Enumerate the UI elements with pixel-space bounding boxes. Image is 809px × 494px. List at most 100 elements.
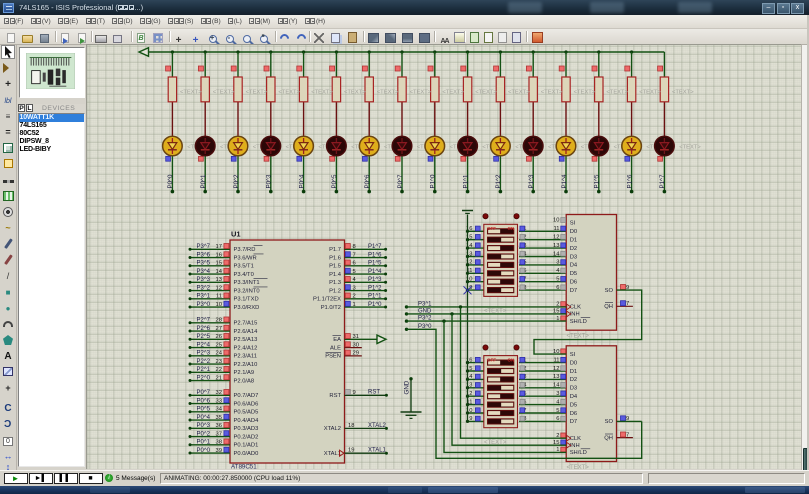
- svg-text:P0^4: P0^4: [298, 174, 305, 188]
- svg-text:P1^6: P1^6: [626, 174, 633, 188]
- svg-text:35: 35: [216, 415, 222, 421]
- svg-text:12: 12: [466, 260, 472, 266]
- svg-text:14: 14: [466, 243, 473, 249]
- svg-text:P0.2/AD2: P0.2/AD2: [234, 434, 259, 440]
- svg-text:P1.0/T2: P1.0/T2: [321, 305, 341, 311]
- svg-text:3: 3: [556, 260, 559, 266]
- svg-text:P2^2: P2^2: [197, 359, 211, 365]
- svg-text:D6: D6: [570, 411, 577, 417]
- svg-text:CLK: CLK: [570, 436, 581, 442]
- svg-text:P1^1: P1^1: [462, 174, 469, 188]
- svg-text:D7: D7: [570, 419, 577, 425]
- svg-text:4: 4: [556, 399, 560, 405]
- svg-text:13: 13: [466, 251, 472, 257]
- svg-text:P3.3/INT1: P3.3/INT1: [234, 280, 260, 286]
- svg-text:7: 7: [626, 432, 629, 438]
- svg-text:CLK: CLK: [570, 305, 581, 311]
- svg-text:P2^5: P2^5: [197, 334, 211, 340]
- svg-text:P3^0: P3^0: [197, 302, 211, 308]
- svg-text:P3.6/WR: P3.6/WR: [234, 255, 257, 261]
- svg-text:SO: SO: [605, 288, 614, 294]
- svg-text:P0^2: P0^2: [197, 431, 211, 437]
- svg-text:P2.2/A10: P2.2/A10: [234, 362, 258, 368]
- svg-text:P2^1: P2^1: [197, 367, 211, 373]
- svg-text:PSEN: PSEN: [325, 354, 341, 360]
- svg-text:28: 28: [216, 318, 222, 324]
- svg-text:<TEXT>: <TEXT>: [567, 334, 590, 340]
- svg-text:P0^7: P0^7: [197, 390, 211, 396]
- svg-text:9: 9: [469, 285, 472, 291]
- svg-text:P2.5/A13: P2.5/A13: [234, 337, 258, 343]
- svg-text:ALE: ALE: [330, 345, 341, 351]
- svg-text:10: 10: [553, 218, 559, 224]
- svg-text:11: 11: [466, 268, 472, 274]
- svg-text:9: 9: [469, 416, 472, 422]
- svg-text:10: 10: [466, 277, 472, 283]
- svg-text:P1.1/T2EX: P1.1/T2EX: [313, 297, 341, 303]
- svg-text:P1.3: P1.3: [329, 280, 341, 286]
- svg-text:1: 1: [353, 302, 356, 308]
- svg-text:4: 4: [353, 277, 357, 283]
- svg-text:13: 13: [466, 383, 472, 389]
- svg-text:P0^2: P0^2: [233, 174, 240, 188]
- svg-text:D7: D7: [570, 288, 577, 294]
- svg-text:P0^5: P0^5: [331, 174, 338, 188]
- svg-text:INH: INH: [570, 443, 580, 449]
- svg-text:P0^4: P0^4: [197, 415, 211, 421]
- svg-text:D3: D3: [570, 254, 577, 260]
- svg-text:30: 30: [353, 342, 359, 348]
- svg-text:<TEXT>: <TEXT>: [679, 145, 701, 151]
- svg-text:P3^4: P3^4: [197, 269, 211, 275]
- svg-text:<TEXT>: <TEXT>: [278, 90, 300, 96]
- svg-text:P1^0: P1^0: [430, 174, 437, 188]
- svg-text:XTAL2: XTAL2: [368, 423, 387, 429]
- svg-text:P2^7: P2^7: [197, 318, 211, 324]
- svg-text:10: 10: [466, 408, 472, 414]
- svg-text:P0^3: P0^3: [266, 174, 273, 188]
- svg-text:D4: D4: [570, 394, 578, 400]
- svg-text:1: 1: [556, 316, 559, 322]
- svg-text:SH/LD: SH/LD: [570, 319, 587, 325]
- svg-text:P0^7: P0^7: [397, 174, 404, 188]
- svg-text:6: 6: [556, 416, 559, 422]
- svg-text:36: 36: [216, 423, 222, 429]
- svg-text:D1: D1: [570, 238, 577, 244]
- svg-text:7: 7: [626, 301, 629, 307]
- svg-text:SI: SI: [570, 221, 576, 227]
- svg-text:7: 7: [353, 252, 356, 258]
- svg-text:ON: ON: [508, 226, 515, 231]
- svg-text:D0: D0: [570, 229, 577, 235]
- svg-text:P0.0/AD0: P0.0/AD0: [234, 451, 259, 457]
- svg-text:15: 15: [466, 366, 472, 372]
- svg-text:11: 11: [553, 226, 559, 232]
- svg-text:31: 31: [353, 334, 359, 340]
- svg-text:12: 12: [553, 235, 559, 241]
- svg-text:6: 6: [556, 285, 559, 291]
- svg-text:P3^2: P3^2: [197, 285, 211, 291]
- svg-text:12: 12: [216, 285, 222, 291]
- svg-text:P1^0: P1^0: [368, 302, 382, 308]
- svg-text:P0.3/AD3: P0.3/AD3: [234, 426, 259, 432]
- svg-text:<TEXT>: <TEXT>: [574, 90, 596, 96]
- svg-text:23: 23: [216, 359, 222, 365]
- svg-text:P3.4/T0: P3.4/T0: [234, 272, 254, 278]
- svg-text:14: 14: [216, 269, 223, 275]
- svg-text:2: 2: [556, 302, 559, 308]
- svg-text:11: 11: [553, 357, 559, 363]
- svg-text:P1^3: P1^3: [528, 174, 535, 188]
- svg-text:3: 3: [353, 285, 356, 291]
- svg-text:P1^2: P1^2: [495, 174, 502, 188]
- svg-text:P2.1/A9: P2.1/A9: [234, 370, 255, 376]
- svg-text:P1.6: P1.6: [329, 255, 341, 261]
- svg-text:<TEXT>: <TEXT>: [180, 90, 202, 96]
- svg-text:<TEXT>: <TEXT>: [567, 465, 590, 469]
- svg-text:1: 1: [556, 447, 559, 453]
- svg-text:19: 19: [348, 448, 354, 454]
- svg-text:2: 2: [556, 433, 559, 439]
- svg-text:P0^6: P0^6: [364, 174, 371, 188]
- svg-text:QH: QH: [604, 304, 613, 310]
- svg-text:P0^1: P0^1: [197, 440, 211, 446]
- svg-text:OFF: OFF: [487, 357, 496, 362]
- svg-text:<TEXT>: <TEXT>: [410, 90, 432, 96]
- svg-text:27: 27: [216, 326, 222, 332]
